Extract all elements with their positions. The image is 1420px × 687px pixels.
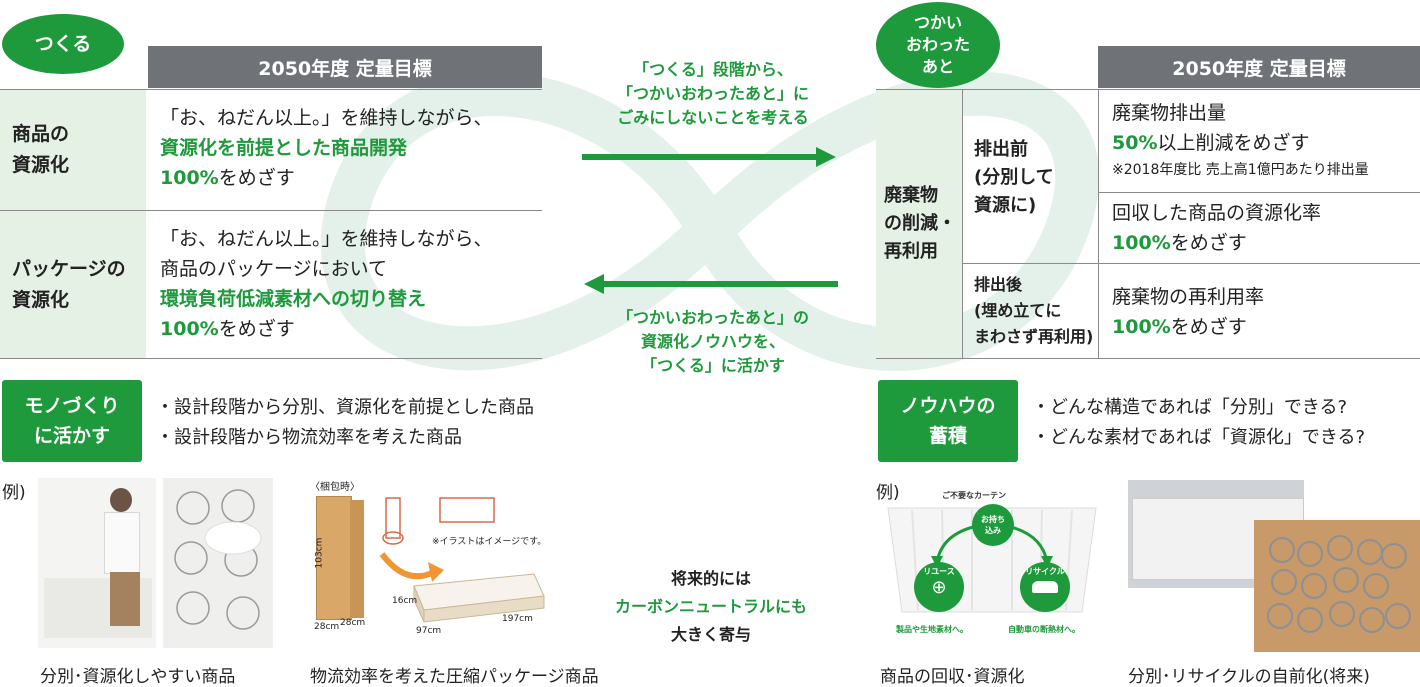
- arrow-right-icon: [582, 147, 836, 167]
- waste-reduction-label: 廃棄物 の削減・ 再利用: [876, 90, 962, 358]
- divider: [876, 89, 1420, 90]
- left-target-header: 2050年度 定量目標: [148, 46, 542, 88]
- package-illustration: 〈梱包時〉 103cm 28cm 28cm ※イラストはイメージです。 16cm…: [306, 478, 556, 650]
- spring-recycling-photo: [1128, 480, 1420, 652]
- after-disposal-label: 排出後 (埋め立てに まわさず再利用): [974, 275, 1094, 346]
- knowhow-badge: ノウハウの 蓄積: [878, 380, 1018, 462]
- mattress-icon: [413, 573, 545, 623]
- right-bullets: ・どんな構造であれば「分別」できる? ・どんな素材であれば「資源化」できる?: [1032, 397, 1366, 448]
- row-goal-package: 「お、ねだん以上。」を維持しながら、 商品のパッケージにおいて 環境負荷低減素材…: [160, 228, 493, 340]
- tsukai-owatta-badge: つかい おわった あと: [876, 2, 1000, 88]
- monozukuri-badge: モノづくり に活かす: [2, 380, 142, 462]
- caption-package: 物流効率を考えた圧縮パッケージ商品: [310, 667, 599, 687]
- flat-mattress-icon: [439, 497, 495, 523]
- divider: [0, 210, 542, 211]
- mattress-person-photo: [38, 478, 156, 648]
- arrow-left-text: 「つかいおわったあと」の 資源化ノウハウを、 「つくる」に活かす: [616, 308, 809, 375]
- right-target-header: 2050年度 定量目標: [1098, 46, 1420, 88]
- bring-in-icon: お持ち 込み: [972, 504, 1014, 546]
- right-example-label: 例): [876, 483, 900, 503]
- goal-recycle-rate: 回収した商品の資源化率 100%をめざす: [1112, 202, 1322, 254]
- left-bullets: ・設計段階から分別、資源化を前提とした商品 ・設計段階から物流効率を考えた商品: [156, 397, 534, 448]
- row-label-package: パッケージの 資源化: [0, 211, 146, 358]
- rolled-mattress-icon: [382, 497, 404, 545]
- before-disposal-label: 排出前 (分別して 資源に): [974, 139, 1054, 216]
- caption-product: 分別･資源化しやすい商品: [40, 667, 236, 687]
- mattress-springs-photo: [163, 478, 273, 648]
- caption-inhouse: 分別･リサイクルの自前化(将来): [1128, 667, 1370, 687]
- box-icon: [316, 496, 352, 620]
- arrow-left-icon: [584, 274, 838, 294]
- divider: [1098, 90, 1099, 358]
- tsukuru-badge: つくる: [2, 14, 124, 74]
- caption-collection: 商品の回収･資源化: [880, 667, 1025, 687]
- expand-arrow-icon: [379, 552, 444, 582]
- future-note: 将来的には カーボンニュートラルにも 大きく寄与: [614, 569, 807, 644]
- divider: [962, 263, 1420, 264]
- goal-waste-output: 廃棄物排出量 50%以上削減をめざす ※2018年度比 売上高1億円あたり排出量: [1112, 102, 1369, 178]
- arrow-right-text: 「つくる」段階から、 「つかいおわったあと」に ごみにしないことを考える: [616, 60, 809, 127]
- reuse-icon: リユース ⊕: [914, 562, 964, 612]
- curtain-recycle-illustration: ご不要なカーテン お持ち 込み リユース ⊕ リサイクル 製品や生地素材へ。 自…: [882, 484, 1102, 644]
- divider: [0, 358, 542, 359]
- goal-reuse-rate: 廃棄物の再利用率 100%をめざす: [1112, 286, 1265, 338]
- divider: [1098, 192, 1420, 193]
- divider: [0, 89, 542, 90]
- left-example-label: 例): [2, 483, 26, 503]
- divider: [962, 90, 963, 358]
- row-goal-product: 「お、ねだん以上。」を維持しながら、 資源化を前提とした商品開発 100%をめざ…: [160, 107, 493, 189]
- row-label-product: 商品の 資源化: [0, 90, 146, 210]
- divider: [876, 358, 1420, 359]
- recycle-car-icon: リサイクル: [1020, 562, 1070, 612]
